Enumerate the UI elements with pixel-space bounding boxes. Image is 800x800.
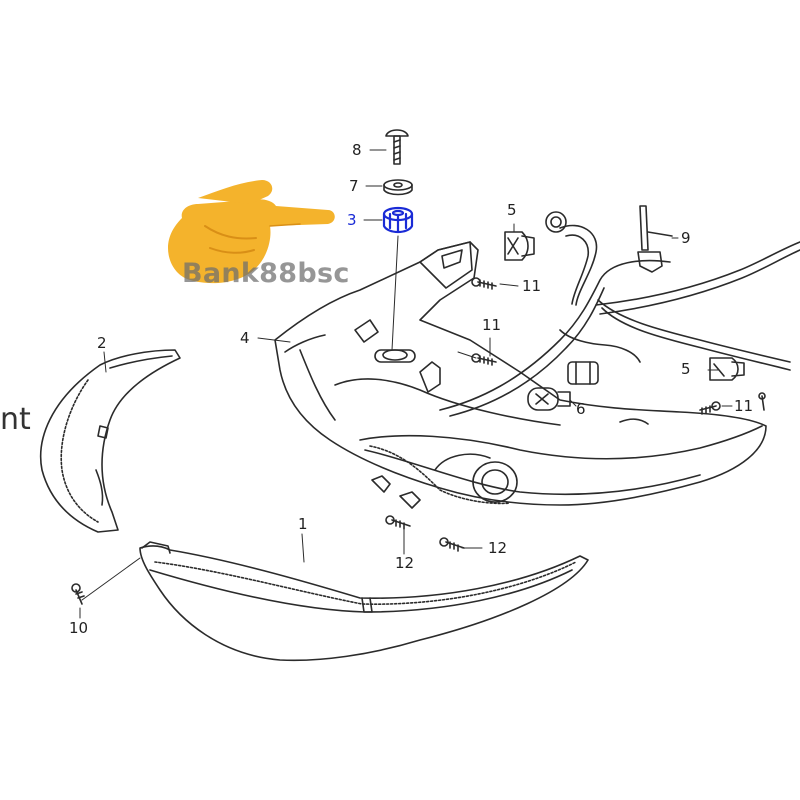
part-3-grommet <box>382 206 414 234</box>
part-4-headlight-housing <box>274 241 767 509</box>
callout-10: 10 <box>69 619 89 637</box>
callout-5-right: 5 <box>681 360 691 378</box>
callout-8: 8 <box>352 141 362 159</box>
callout-6: 6 <box>576 400 586 418</box>
screw-12-right <box>439 537 465 552</box>
callout-12-right: 12 <box>488 539 508 557</box>
screw-10 <box>71 583 85 605</box>
callout-4: 4 <box>240 329 250 347</box>
part-5-bulb-top <box>504 231 535 261</box>
tiny-screw-right <box>758 392 766 411</box>
wire-harness <box>439 211 800 417</box>
callout-7: 7 <box>349 177 359 195</box>
screw-12-left <box>385 515 411 530</box>
part-2-side-cover <box>39 349 181 533</box>
assembly-centerline <box>391 235 399 351</box>
part-5-bulb-right <box>709 357 745 381</box>
screw-11-upper <box>471 277 497 290</box>
callout-1: 1 <box>298 515 308 533</box>
part-9-clip <box>637 205 673 273</box>
part-1-lower-cover <box>139 541 589 662</box>
callout-11-upper: 11 <box>522 277 542 295</box>
cropped-edge-text: nt <box>0 402 31 437</box>
callout-12-left: 12 <box>395 554 415 572</box>
callout-3: 3 <box>347 211 357 229</box>
leader-lines <box>79 149 733 619</box>
callout-2: 2 <box>97 334 107 352</box>
callout-9: 9 <box>681 229 691 247</box>
pointing-hand-icon <box>168 180 335 284</box>
screw-11-right <box>699 401 721 415</box>
watermark-text: Bank88bsc <box>182 258 350 289</box>
callout-11-right: 11 <box>734 397 754 415</box>
part-7-washer <box>383 179 413 196</box>
part-6-bulb <box>527 387 571 411</box>
callout-11-middle: 11 <box>482 316 502 334</box>
part-8-screw <box>385 129 409 165</box>
callout-5-top: 5 <box>507 201 517 219</box>
screw-11-middle <box>471 353 497 366</box>
